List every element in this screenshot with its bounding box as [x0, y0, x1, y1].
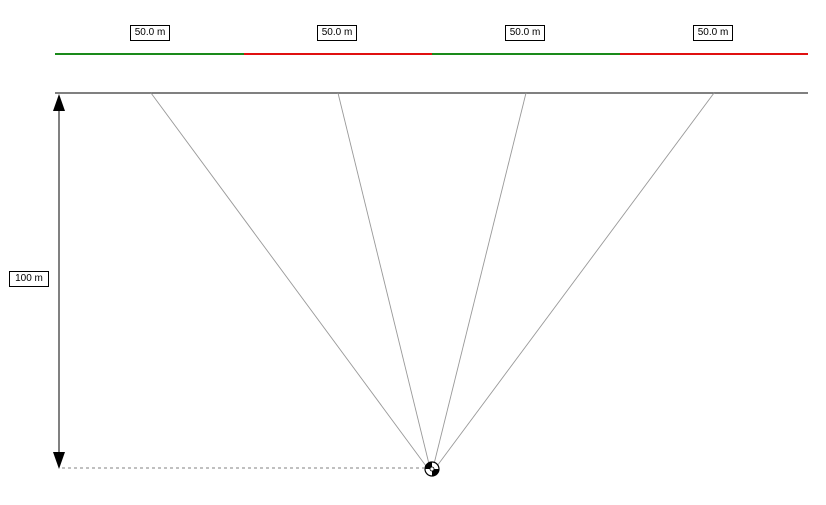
- depth-arrow-head-top: [53, 94, 65, 111]
- rays: [150, 92, 715, 467]
- depth-arrow-head-bottom: [53, 452, 65, 469]
- ray-3: [433, 92, 527, 465]
- segment-label-4: 50.0 m: [693, 25, 733, 41]
- segment-label-2: 50.0 m: [317, 25, 357, 41]
- segment-label-3: 50.0 m: [505, 25, 545, 41]
- depth-dimension: [53, 94, 424, 469]
- ray-1: [150, 92, 427, 467]
- depth-label: 100 m: [9, 271, 49, 287]
- ray-4: [436, 92, 715, 467]
- segment-label-1: 50.0 m: [130, 25, 170, 41]
- ray-2: [337, 92, 430, 465]
- sensor-icon: [424, 461, 440, 477]
